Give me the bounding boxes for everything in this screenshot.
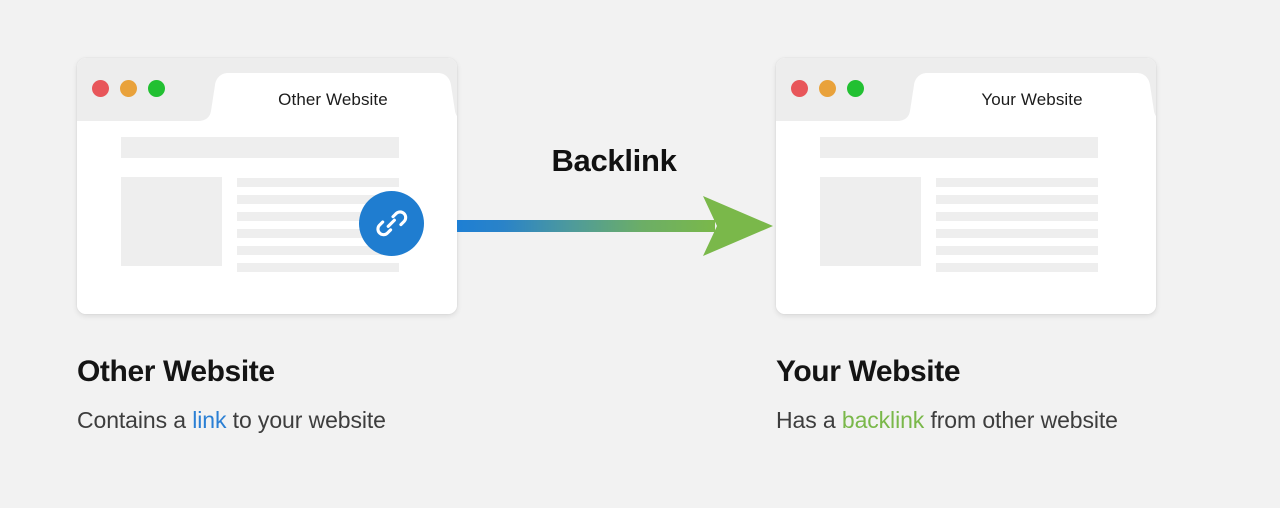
skeleton-text-line <box>237 229 399 238</box>
tab-title: Your Website <box>981 90 1083 109</box>
traffic-light-dots <box>791 80 864 97</box>
caption-subtitle: Has a backlink from other website <box>776 407 1280 433</box>
backlink-label: Backlink <box>551 143 677 178</box>
skeleton-header-block <box>820 137 1098 158</box>
maximize-dot[interactable] <box>847 80 864 97</box>
caption-text-before: Contains a <box>77 407 193 433</box>
caption-text-before: Has a <box>776 407 842 433</box>
skeleton-text-line <box>936 195 1098 204</box>
caption-highlight-backlink: backlink <box>841 407 925 433</box>
browser-window-other-website: Other Website <box>77 58 457 314</box>
skeleton-image-block <box>820 177 921 266</box>
skeleton-text-line <box>237 195 399 204</box>
caption-subtitle: Contains a link to your website <box>77 407 597 433</box>
page-content-your-website <box>776 121 1156 314</box>
skeleton-text-line <box>936 229 1098 238</box>
caption-text-after: from other website <box>924 407 1118 433</box>
caption-your-website: Your Website Has a backlink from other w… <box>776 355 1280 433</box>
close-dot[interactable] <box>92 80 109 97</box>
skeleton-header-block <box>121 137 399 158</box>
traffic-light-dots <box>92 80 165 97</box>
tab-title: Other Website <box>278 90 388 109</box>
skeleton-text-line <box>237 212 399 221</box>
arrow-right-icon <box>457 196 773 256</box>
minimize-dot[interactable] <box>819 80 836 97</box>
skeleton-text-line <box>936 178 1098 187</box>
maximize-dot[interactable] <box>148 80 165 97</box>
skeleton-text-line <box>237 178 399 187</box>
backlink-arrow <box>455 196 780 256</box>
skeleton-text-line <box>936 263 1098 272</box>
skeleton-text-line <box>237 246 399 255</box>
skeleton-image-block <box>121 177 222 266</box>
close-dot[interactable] <box>791 80 808 97</box>
browser-tab-other-website[interactable]: Other Website <box>194 73 457 121</box>
caption-title: Other Website <box>77 355 275 388</box>
minimize-dot[interactable] <box>120 80 137 97</box>
link-icon-badge[interactable] <box>359 191 424 256</box>
browser-chrome-bar: Your Website <box>776 58 1156 121</box>
skeleton-text-line <box>936 246 1098 255</box>
caption-highlight-link: link <box>192 407 227 433</box>
browser-tab-your-website[interactable]: Your Website <box>893 73 1156 121</box>
browser-chrome-bar: Other Website <box>77 58 457 121</box>
skeleton-text-line <box>237 263 399 272</box>
skeleton-text-line <box>936 212 1098 221</box>
tab-shape <box>194 73 457 121</box>
tab-shape <box>893 73 1156 121</box>
browser-window-your-website: Your Website <box>776 58 1156 314</box>
caption-text-after: to your website <box>226 407 386 433</box>
caption-other-website: Other Website Contains a link to your we… <box>77 355 597 433</box>
caption-title: Your Website <box>776 355 961 388</box>
link-icon <box>375 209 407 236</box>
